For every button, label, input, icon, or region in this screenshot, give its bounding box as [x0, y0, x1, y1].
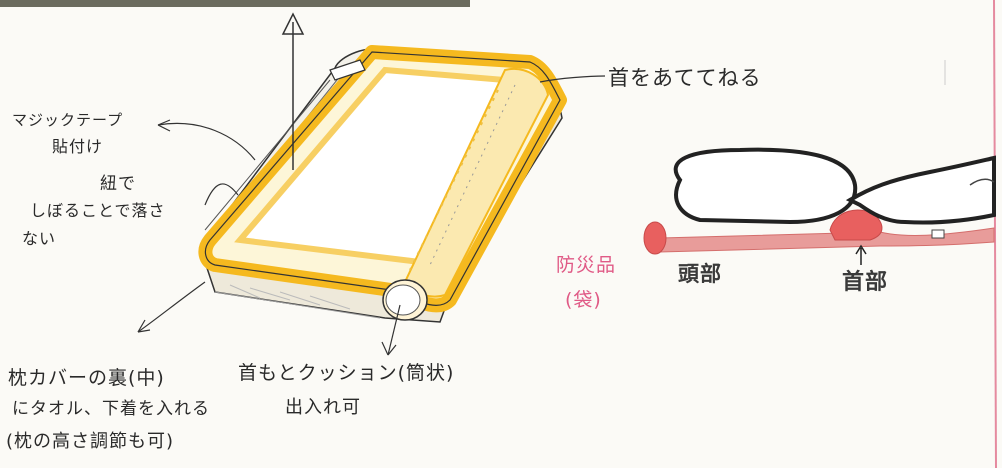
- label-neck-rest: 首をあててねる: [608, 66, 762, 90]
- leader-magic-tape: [157, 122, 256, 161]
- label-neck-part: 首部: [842, 270, 889, 295]
- up-arrow-head: [281, 12, 305, 35]
- leader-cover: [137, 281, 206, 333]
- page-right-border: [993, 0, 997, 468]
- protector-bag-mark: [643, 221, 667, 255]
- label-cover-line3: (枕の高さ調節も可): [6, 431, 175, 452]
- pillow-sketch: [198, 12, 567, 323]
- body-outline: [845, 155, 996, 225]
- label-protector-line1: 防災品: [556, 254, 617, 276]
- label-protector-line2: (袋): [565, 289, 602, 311]
- label-string-line1: 紐で: [100, 174, 136, 194]
- label-cover-line1: 枕カバーの裏(中): [8, 367, 165, 389]
- leader-cushion: [387, 304, 401, 356]
- leader-string: [204, 183, 239, 206]
- label-cushion-line2: 出入れ可: [285, 397, 361, 418]
- label-cover-line2: にタオル、下着を入れる: [12, 399, 210, 419]
- leader-lines: [137, 75, 606, 356]
- side-view-figure: [643, 60, 996, 265]
- label-string-line3: ない: [22, 229, 57, 248]
- mat-line: [659, 227, 995, 253]
- top-edge-strip: [0, 0, 470, 7]
- label-head: 頭部: [678, 262, 722, 286]
- label-string-line2: しぼることで落さ: [30, 201, 166, 220]
- neck-part-arrow: [855, 244, 867, 265]
- head-outline: [673, 147, 858, 225]
- label-cushion-line1: 首もとクッション(筒状): [238, 362, 455, 384]
- leader-neck: [539, 75, 606, 83]
- label-magic-tape-line1: マジックテープ: [12, 111, 124, 129]
- label-magic-tape-line2: 貼付け: [52, 137, 104, 156]
